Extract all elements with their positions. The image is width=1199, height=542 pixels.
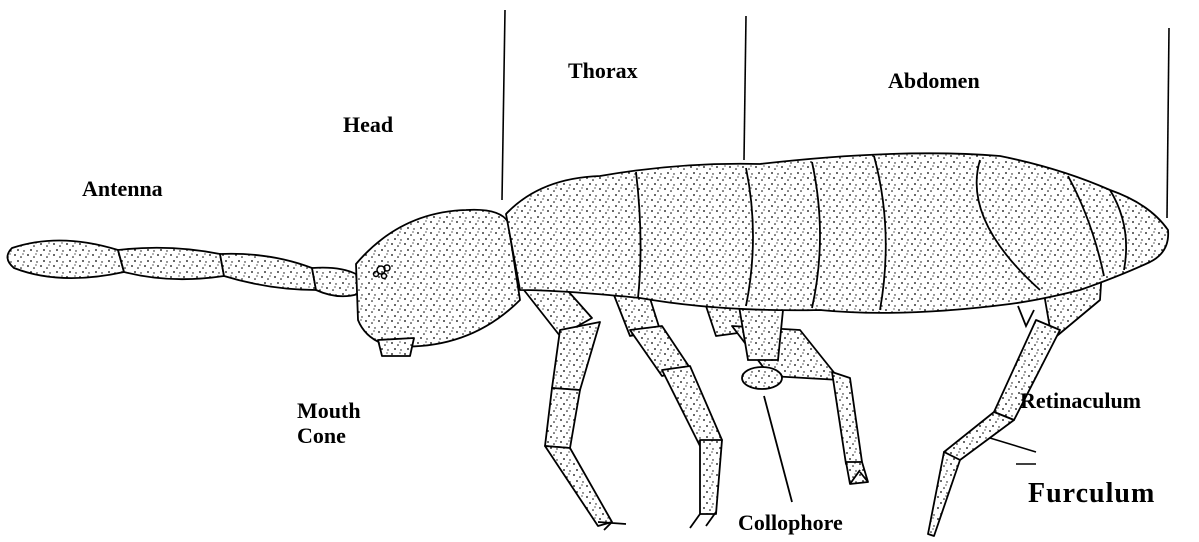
retinaculum-organ — [1018, 306, 1034, 326]
label-thorax: Thorax — [568, 58, 638, 83]
divider-thorax-abdomen — [744, 16, 746, 160]
label-furculum: Furculum — [1028, 478, 1155, 510]
front-leg-tarsus — [545, 446, 612, 526]
head — [356, 210, 520, 356]
divider-abdomen-end — [1167, 28, 1169, 218]
label-antenna: Antenna — [82, 176, 163, 201]
label-mouth-cone-line2: Cone — [297, 423, 361, 448]
antenna — [7, 240, 358, 296]
hind-leg-tibia — [832, 372, 862, 464]
middle-leg-tarsus — [700, 440, 722, 514]
label-mouth-cone: Mouth Cone — [297, 398, 361, 449]
label-head: Head — [343, 112, 393, 137]
label-abdomen: Abdomen — [888, 68, 980, 93]
label-pointer-lines — [990, 438, 1036, 464]
label-retinaculum: Retinaculum — [1020, 388, 1141, 413]
legs — [520, 282, 868, 530]
mouth-cone — [378, 338, 414, 356]
antenna-segment-2 — [118, 248, 224, 279]
retinaculum-pointer — [990, 438, 1036, 452]
middle-leg-tibia — [662, 366, 722, 446]
antenna-segment-4 — [312, 268, 358, 297]
body — [506, 153, 1168, 313]
divider-head-thorax — [502, 10, 505, 200]
front-leg-tibia — [545, 388, 580, 448]
label-collophore: Collophore — [738, 510, 843, 535]
antenna-segment-1 — [7, 240, 124, 278]
antenna-segment-3 — [220, 254, 316, 290]
front-leg-femur — [552, 322, 600, 390]
front-leg-claw — [598, 522, 626, 530]
label-mouth-cone-line1: Mouth — [297, 398, 361, 423]
